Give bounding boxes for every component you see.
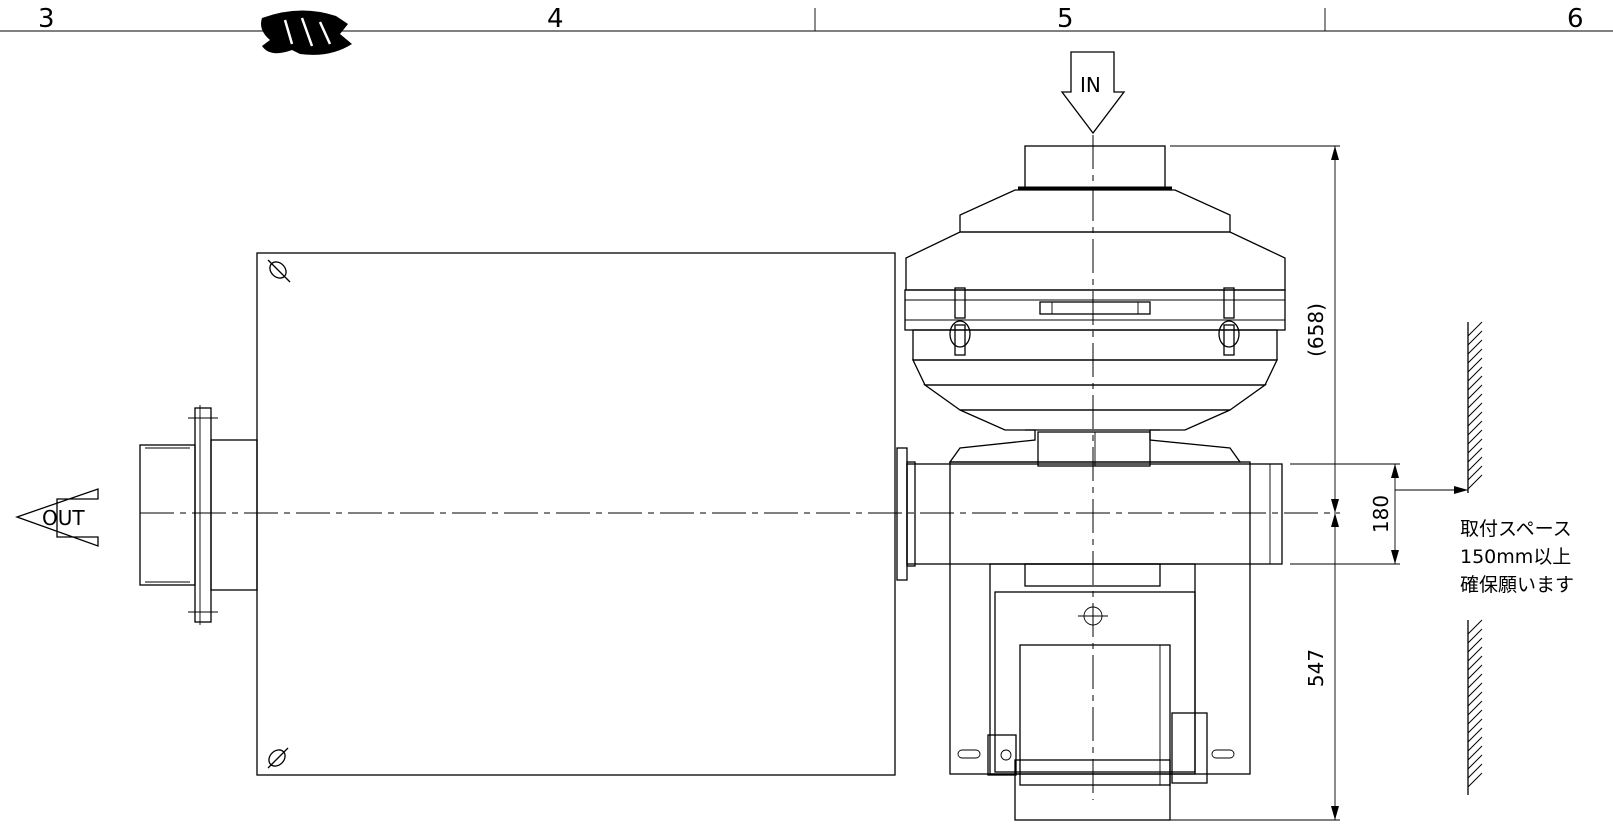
dimension-overall-height: (658) <box>1170 145 1340 513</box>
outlet-flange <box>139 405 258 625</box>
hatch-stroke <box>1467 655 1483 671</box>
latch-top <box>267 259 291 283</box>
hatch-stroke <box>1467 321 1483 337</box>
hatch-stroke <box>1467 718 1483 734</box>
hatch-stroke <box>1467 745 1483 761</box>
dimension-label-547: 547 <box>1304 649 1328 687</box>
hatch-stroke <box>1467 763 1483 779</box>
fan-clamp-right <box>1218 287 1240 356</box>
outlet-arrow: OUT <box>15 488 99 547</box>
hatch-stroke <box>1467 384 1483 400</box>
zone-label-6: 6 <box>1567 4 1584 34</box>
hatch-stroke <box>1467 691 1483 707</box>
zone-label-4: 4 <box>547 4 564 34</box>
zone-label-5: 5 <box>1057 4 1074 34</box>
installation-note: 取付スペース 150mm以上 確保願います <box>1460 518 1574 596</box>
hatch-stroke <box>1467 375 1483 391</box>
hatch-stroke <box>1467 402 1483 418</box>
hatch-stroke <box>1467 438 1483 454</box>
center-lines <box>140 135 1340 800</box>
hatch-stroke <box>1467 646 1483 662</box>
motor-assembly <box>949 461 1251 821</box>
hatch-stroke <box>1467 420 1483 436</box>
hatch-stroke <box>1467 727 1483 743</box>
dimension-label-overall: (658) <box>1304 303 1328 357</box>
hatch-stroke <box>1467 754 1483 770</box>
hatch-stroke <box>1467 736 1483 752</box>
main-housing <box>256 252 896 776</box>
hatch-stroke <box>1467 357 1483 373</box>
fan-clamp-left <box>949 287 971 356</box>
hatch-stroke <box>1467 366 1483 382</box>
note-line-2: 150mm以上 <box>1460 546 1571 568</box>
hatch-stroke <box>1467 411 1483 427</box>
latch-bottom <box>267 747 289 769</box>
hatch-stroke <box>1467 664 1483 680</box>
hatch-stroke <box>1467 637 1483 653</box>
inlet-label: IN <box>1080 73 1101 97</box>
dimension-outlet-diameter: 180 <box>1290 463 1400 565</box>
inline-fan <box>904 145 1286 467</box>
dimension-base-to-center: 547 <box>1170 513 1340 821</box>
hatch-stroke <box>1467 700 1483 716</box>
hatch-stroke <box>1467 330 1483 346</box>
hatch-stroke <box>1467 393 1483 409</box>
hatch-stroke <box>1467 628 1483 644</box>
inlet-arrow: IN <box>1060 51 1126 135</box>
hatch-stroke <box>1467 673 1483 689</box>
hatch-stroke <box>1467 619 1483 635</box>
hatch-stroke <box>1467 474 1483 490</box>
outlet-label: OUT <box>42 506 85 530</box>
hatch-stroke <box>1467 772 1483 788</box>
drawing-border: 3 4 5 6 <box>0 4 1613 34</box>
wall-hatching <box>1467 321 1483 795</box>
hatch-stroke <box>1467 339 1483 355</box>
dimension-label-180: 180 <box>1369 495 1393 533</box>
connecting-pipe <box>896 447 1283 581</box>
note-line-3: 確保願います <box>1460 574 1574 596</box>
hatch-stroke <box>1467 465 1483 481</box>
company-logo <box>261 10 352 55</box>
clearance-leader <box>1395 486 1468 494</box>
hatch-stroke <box>1467 348 1483 364</box>
note-line-1: 取付スペース <box>1460 518 1572 540</box>
hatch-stroke <box>1467 709 1483 725</box>
hatch-stroke <box>1467 456 1483 472</box>
zone-label-3: 3 <box>38 4 55 34</box>
hatch-stroke <box>1467 447 1483 463</box>
hatch-stroke <box>1467 429 1483 445</box>
hatch-stroke <box>1467 682 1483 698</box>
